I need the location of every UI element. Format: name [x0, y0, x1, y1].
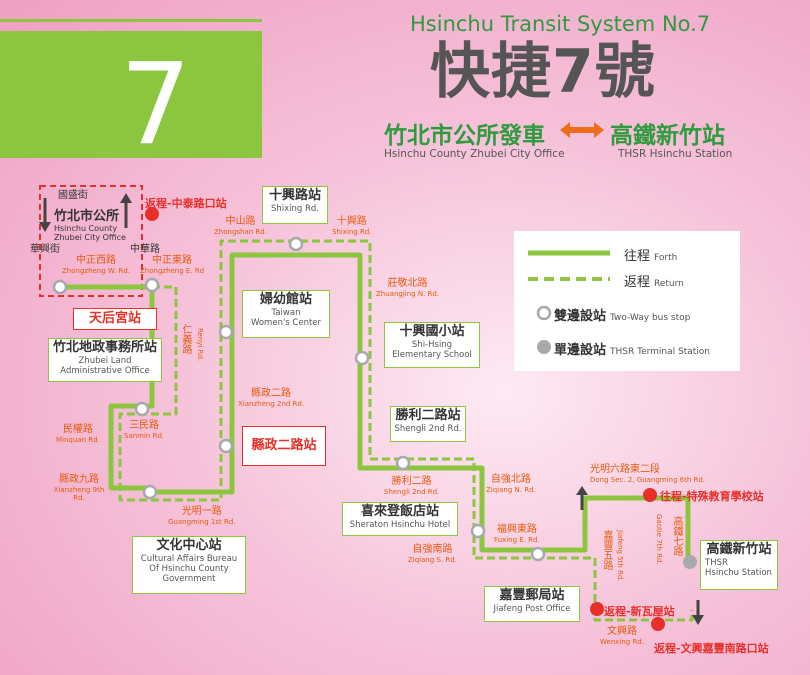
legend-symbols — [528, 250, 610, 354]
road-renyi: 仁義路 — [180, 324, 191, 354]
return-stop-wenxing — [651, 617, 665, 631]
road-renyi-en: Renyi Rd. — [196, 328, 204, 362]
station-sheraton: 喜來登飯店站 Sheraton Hsinchu Hotel — [342, 502, 458, 536]
station-jiafeng-post: 嘉豐郵局站 Jiafeng Post Office — [484, 586, 580, 622]
stop-xianzheng-2nd — [218, 438, 234, 454]
stop-shixing-rd — [288, 236, 304, 252]
stop-cultural-center — [142, 484, 158, 500]
station-xianzheng-2nd: 縣政二路站 — [242, 426, 326, 466]
station-cultural-center: 文化中心站 Cultural Affairs Bureau Of Hsinchu… — [132, 536, 246, 594]
stop-zhubei-city-office — [52, 279, 68, 295]
road-guosheng: 國盛街 — [58, 190, 88, 201]
road-jiafeng-5th-en: Jiafeng 5th Rd. — [616, 530, 624, 582]
station-name: 竹北市公所 — [54, 209, 120, 224]
road-zhonghua: 中華路 — [130, 244, 160, 255]
forth-stop-special-school-label: 往程-特殊教育學校站 — [660, 490, 764, 503]
stop-land-office — [134, 401, 150, 417]
origin-chinese: 竹北市公所發車 — [384, 123, 545, 149]
road-gaotie-7th: 高鐵七路 — [671, 516, 682, 556]
station-shengli-2nd: 勝利二路站 Shengli 2nd Rd. — [390, 406, 466, 442]
stop-womens-center — [218, 324, 234, 340]
route-number-badge: 7 — [0, 31, 262, 170]
station-english: Hsinchu County — [54, 224, 118, 233]
station-tianhou: 天后宮站 — [73, 308, 157, 330]
station-shihsing-school: 十興國小站 Shi-Hsing Elementary School — [384, 322, 480, 368]
stop-shihsing-school — [354, 350, 370, 366]
origin-english: Hsinchu County Zhubei City Office — [384, 148, 565, 160]
forth-stop-special-school — [643, 488, 657, 502]
station-womens-center: 婦幼館站 Taiwan Women's Center — [242, 290, 330, 338]
forth-route-line — [60, 252, 691, 560]
station-shixing-rd: 十興路站 Shixing Rd. — [262, 186, 328, 224]
bidirectional-arrow-icon — [560, 122, 604, 138]
station-land-office: 竹北地政事務所站 Zhubei Land Administrative Offi… — [48, 338, 162, 382]
stop-tianhou — [144, 277, 160, 293]
stop-sheraton — [470, 523, 486, 539]
return-stop-zhongtai-label: 返程-中泰路口站 — [145, 197, 227, 210]
road-gaotie-7th-en: Gaotie 7th Rd. — [655, 514, 663, 565]
station-thsr-hsinchu: 高鐵新竹站 THSR Hsinchu Station — [700, 540, 778, 590]
terminus-box — [39, 185, 143, 297]
return-stop-wenxing-label: 返程-文興嘉豐南路口站 — [654, 642, 769, 655]
badge-top-rule — [0, 19, 262, 22]
station-english: Zhubei City Office — [54, 233, 126, 242]
stop-shengli-2nd — [395, 455, 411, 471]
route-number: 7 — [120, 40, 192, 170]
stop-jiafeng-post — [530, 546, 546, 562]
return-stop-xinwa — [590, 602, 604, 616]
destination-english: THSR Hsinchu Station — [618, 148, 733, 160]
station-zhubei-city-office: 竹北市公所 Hsinchu County Zhubei City Office — [54, 205, 126, 242]
title-english: Hsinchu Transit System No.7 — [410, 12, 711, 36]
road-huaxing: 華興街 — [30, 244, 60, 255]
destination-chinese: 高鐵新竹站 — [610, 123, 725, 149]
title-chinese: 快捷7號 — [430, 37, 656, 107]
return-stop-zhongtai — [145, 207, 159, 221]
road-jiafeng-5th: 嘉豐五路 — [601, 530, 612, 570]
return-route-line — [118, 239, 694, 622]
stop-thsr-hsinchu — [683, 555, 697, 569]
return-stop-xinwa-label: 返程-新瓦屋站 — [604, 605, 675, 618]
